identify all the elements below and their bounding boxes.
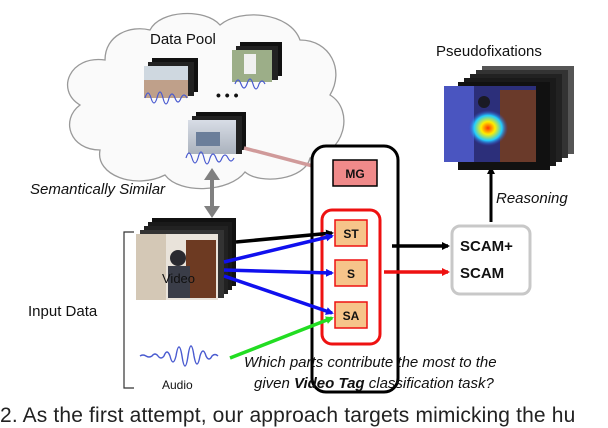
video-to-st-blue-arrow	[223, 233, 334, 264]
video-to-st-arrow	[235, 229, 334, 244]
input-data-bracket	[123, 231, 134, 389]
s-module	[334, 259, 368, 287]
input-data-label: Input Data	[28, 303, 98, 320]
semantically-similar-label: Semantically Similar	[30, 181, 166, 198]
scam-plus-label: SCAM+	[460, 238, 513, 255]
figure-caption: 2. As the first attempt, our approach ta…	[0, 404, 576, 427]
video-frame-stack	[136, 218, 236, 300]
video-to-sa-arrow	[223, 274, 334, 315]
video-label: Video	[162, 271, 195, 286]
reasoning-label: Reasoning	[496, 190, 568, 207]
data-pool-label: Data Pool	[150, 31, 216, 48]
mg-label: MG	[345, 167, 364, 181]
similarity-arrow-head-up	[204, 168, 220, 180]
question-line-1: Which parts contribute the most to the	[244, 354, 497, 371]
question-line-2: given Video Tag classification task?	[254, 375, 494, 392]
st-label: ST	[343, 227, 359, 241]
pool-audio-waveform	[144, 78, 266, 105]
question-line-2-pre: given	[254, 375, 294, 392]
video-to-s-arrow	[223, 268, 334, 277]
mg-module	[332, 159, 378, 187]
audio-waveform	[139, 345, 219, 367]
audio-label: Audio	[162, 378, 193, 392]
scam-output-box	[450, 224, 532, 296]
pseudofixations-label: Pseudofixations	[436, 43, 542, 60]
pool-thumbnail-left	[144, 58, 198, 98]
sa-module	[334, 301, 368, 329]
audio-to-sa-arrow	[229, 316, 334, 360]
pool-thumbnail-selected	[185, 112, 246, 165]
similarity-arrow-head-down	[204, 206, 220, 218]
pseudofixations-stack	[444, 66, 574, 170]
scam-label: SCAM	[460, 265, 504, 282]
pool-ellipsis: • • •	[216, 87, 239, 103]
st-module	[334, 219, 368, 247]
question-line-2-post: classification task?	[365, 375, 495, 392]
pool-thumbnail-right	[232, 42, 282, 82]
sa-label: SA	[343, 309, 360, 323]
question-video-tag: Video Tag	[294, 375, 365, 392]
s-label: S	[347, 267, 355, 281]
